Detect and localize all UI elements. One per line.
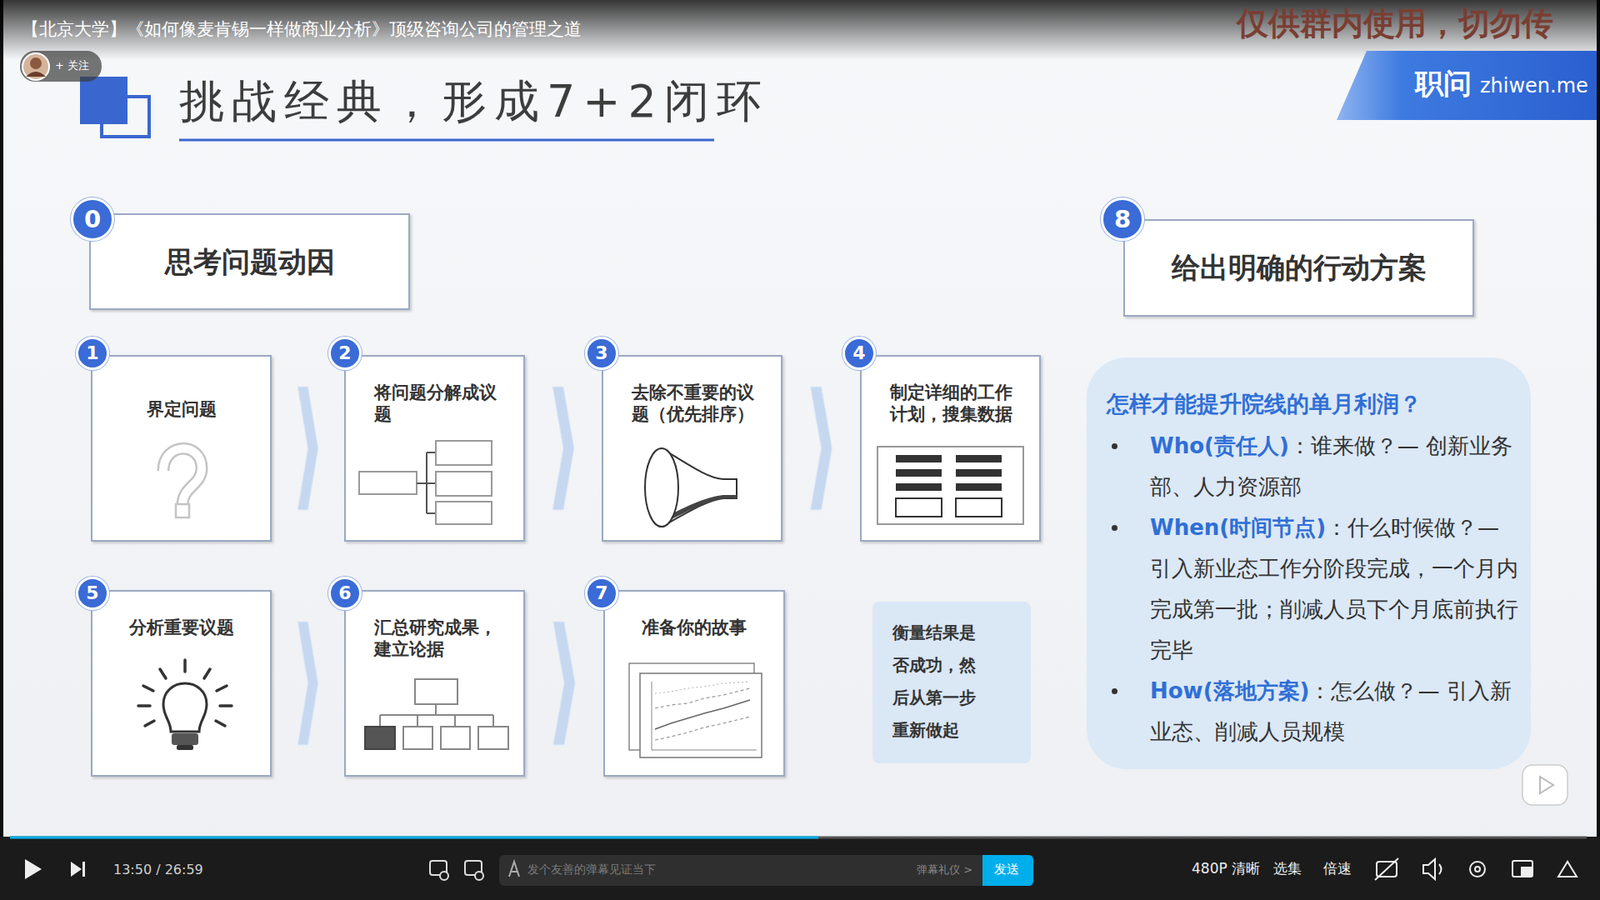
box-label: 给出明确的行动方案 bbox=[1171, 250, 1427, 286]
callout-number: 0 bbox=[70, 197, 115, 241]
slide-title: 挑战经典，形成7+2闭环 bbox=[179, 75, 770, 130]
box-label: 思考问题动因 bbox=[165, 244, 335, 280]
flow-chevron bbox=[271, 621, 345, 745]
watermark: 仅供群内使用，切勿传 bbox=[1236, 5, 1554, 44]
send-button bbox=[982, 855, 1034, 886]
lightbulb-icon bbox=[138, 660, 232, 750]
box-label: 准备你的故事 bbox=[625, 616, 764, 639]
font-icon bbox=[509, 861, 520, 877]
danmaku-input bbox=[499, 855, 1034, 886]
callout-number: 7 bbox=[585, 576, 619, 610]
data-table-icon bbox=[877, 446, 1024, 525]
danmaku-icons bbox=[430, 860, 484, 880]
bullet-dot bbox=[1111, 688, 1118, 695]
process-box: 思考问题动因 bbox=[89, 213, 410, 310]
flow-chevron bbox=[782, 386, 860, 510]
question-icon bbox=[163, 448, 202, 518]
title-underline bbox=[179, 139, 715, 142]
danmaku-rules: 弹幕礼仪 > bbox=[916, 863, 973, 877]
process-box: 给出明确的行动方案 bbox=[1123, 219, 1475, 317]
flow-chevron bbox=[271, 386, 345, 510]
next-icon bbox=[70, 861, 85, 877]
bullet-item: Who(责任人)：谁来做？— 创新业务部、人力资源部 bbox=[1106, 425, 1520, 508]
bullet-item: How(落地方案)：怎么做？— 引入新业态、削减人员规模 bbox=[1106, 670, 1520, 753]
bullet-key: When(时间节点) bbox=[1150, 515, 1326, 540]
box-label: 将问题分解成议题 bbox=[374, 381, 504, 426]
play-icon bbox=[25, 859, 42, 880]
brand-name: 职问 bbox=[1415, 66, 1472, 101]
panel-heading: 怎样才能提升院线的单月利润？ bbox=[1106, 385, 1520, 423]
avatar bbox=[20, 50, 102, 82]
speed-label: 倍速 bbox=[1323, 860, 1352, 877]
process-box: 界定问题 bbox=[90, 355, 272, 542]
info-panel: 怎样才能提升院线的单月利润？Who(责任人)：谁来做？— 创新业务部、人力资源部… bbox=[1086, 357, 1531, 770]
process-box: 制定详细的工作计划，搜集数据 bbox=[860, 355, 1041, 542]
send-label: 发送 bbox=[994, 861, 1020, 877]
flow-chevron bbox=[525, 621, 604, 745]
org-chart-icon bbox=[365, 679, 509, 750]
process-box: 分析重要议题 bbox=[90, 590, 272, 777]
box-label: 界定问题 bbox=[112, 398, 250, 420]
callout-number: 1 bbox=[75, 336, 110, 370]
input-placeholder: 发个友善的弹幕见证当下 bbox=[527, 862, 656, 877]
callout-number: 5 bbox=[75, 576, 110, 610]
bullet-dot bbox=[1111, 525, 1118, 531]
slide-background bbox=[3, 0, 1597, 837]
box-label: 制定详细的工作计划，搜集数据 bbox=[890, 381, 1020, 426]
note-text: 衡量结果是否成功，然后从第一步重新做起 bbox=[892, 616, 978, 747]
callout-number: 4 bbox=[842, 336, 876, 370]
process-box: 将问题分解成议题 bbox=[344, 355, 525, 542]
episodes-label: 选集 bbox=[1273, 860, 1302, 877]
box-label: 分析重要议题 bbox=[112, 616, 250, 639]
callout-number: 2 bbox=[328, 336, 362, 370]
bullet-item: When(时间节点)：什么时候做？— 引入新业态工作分阶段完成，一个月内完成第一… bbox=[1106, 507, 1520, 671]
callout-number: 3 bbox=[585, 336, 619, 370]
box-label: 去除不重要的议题（优先排序） bbox=[631, 381, 761, 426]
progress-played bbox=[10, 836, 819, 840]
bullet-key: Who(责任人) bbox=[1150, 433, 1290, 459]
time-display: 13:50 / 26:59 bbox=[113, 861, 204, 878]
progress-track bbox=[10, 836, 1587, 840]
follow-button: + 关注 bbox=[55, 59, 90, 73]
note-box: 衡量结果是否成功，然后从第一步重新做起 bbox=[872, 601, 1031, 764]
video-title: 【北京大学】《如何像麦肯锡一样做商业分析》顶级咨询公司的管理之道 bbox=[21, 19, 582, 40]
bullet-key: How(落地方案) bbox=[1150, 678, 1310, 704]
top-shade bbox=[0, 0, 1600, 60]
callout-number: 8 bbox=[1100, 197, 1145, 241]
issue-tree-icon bbox=[359, 440, 492, 525]
replay-icon bbox=[1522, 765, 1568, 805]
funnel-icon bbox=[645, 448, 737, 527]
process-box: 汇总研究成果，建立论据 bbox=[344, 590, 525, 777]
flow-chevron bbox=[525, 386, 602, 510]
title-icon bbox=[80, 76, 150, 137]
player-right-icons bbox=[1375, 858, 1577, 880]
bullet-dot bbox=[1111, 443, 1118, 450]
process-box: 准备你的故事 bbox=[603, 590, 785, 777]
brand-banner bbox=[1336, 50, 1597, 120]
player-bar bbox=[0, 836, 1600, 900]
quality-label: 480P 清晰 bbox=[1191, 860, 1260, 877]
callout-number: 6 bbox=[328, 576, 362, 610]
brand-url: zhiwen.me bbox=[1480, 74, 1589, 99]
box-label: 汇总研究成果，建立论据 bbox=[374, 616, 504, 661]
process-box: 去除不重要的议题（优先排序） bbox=[601, 355, 783, 542]
chart-icon bbox=[629, 663, 762, 758]
